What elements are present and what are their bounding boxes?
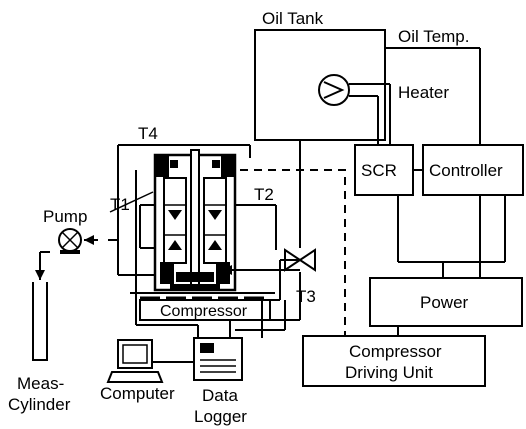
- controller-label: Controller: [429, 161, 503, 180]
- data-logger-label-line1: Data: [202, 386, 238, 405]
- t3-label: T3: [296, 287, 316, 306]
- oil-temp-line: [385, 47, 481, 145]
- pump-label: Pump: [43, 207, 87, 226]
- meas-cylinder-label-line1: Meas-: [17, 374, 64, 393]
- t1-piping: [109, 191, 277, 276]
- heater-icon: [318, 74, 391, 145]
- data-logger-icon: [193, 337, 243, 381]
- compressor-driving-unit-label-line2: Driving Unit: [345, 363, 433, 382]
- compressor-driving-unit-label-line1: Compressor: [349, 342, 442, 361]
- drive-signal-line: [240, 169, 346, 336]
- scr-label: SCR: [361, 161, 397, 180]
- t1-label: T1: [110, 195, 130, 214]
- oil-temp-label: Oil Temp.: [398, 27, 470, 46]
- pump-icon: [58, 228, 82, 254]
- meas-cylinder-label-line2: Cylinder: [8, 395, 71, 414]
- logger-wiring: [135, 170, 286, 363]
- oil-tank-label: Oil Tank: [262, 9, 324, 28]
- computer-label: Computer: [100, 384, 175, 403]
- compressor-driving-unit-box: [302, 335, 486, 387]
- computer-icon: [106, 339, 164, 383]
- measuring-cylinder-icon: [32, 282, 48, 361]
- power-wiring: [397, 195, 506, 278]
- compressor-label: Compressor: [160, 303, 248, 320]
- pump-piping: [35, 235, 118, 280]
- valve-icon: [284, 248, 316, 272]
- power-label: Power: [420, 293, 469, 312]
- power-box: [369, 277, 523, 327]
- t4-label: T4: [138, 124, 158, 143]
- t2-label: T2: [254, 185, 274, 204]
- compressor-assembly: [117, 144, 275, 321]
- data-logger-label-line2: Logger: [194, 407, 247, 426]
- heater-label: Heater: [398, 83, 449, 102]
